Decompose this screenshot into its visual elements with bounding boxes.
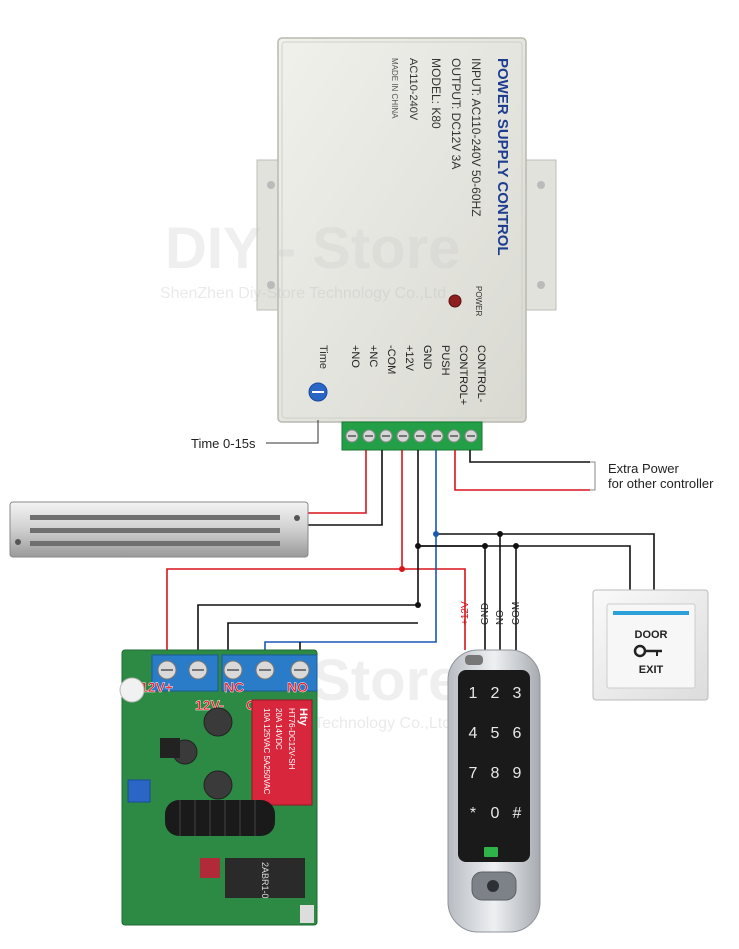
time-label: Time — [317, 345, 329, 369]
watermark-brand: DIY - Store — [165, 216, 460, 281]
psu-output: OUTPUT: DC12V 3A — [449, 58, 463, 169]
relay-terminal-label: 12V+ — [140, 679, 173, 695]
wire-gnd-relay — [197, 450, 419, 655]
psu-terminal-label: CONTROL+ — [457, 345, 469, 405]
antenna-coil — [165, 800, 275, 836]
power-led-label: POWER — [474, 286, 483, 316]
time-leader-line — [266, 420, 319, 444]
extra-power-line2: for other controller — [608, 476, 714, 491]
exit-button: DOOR EXIT — [592, 589, 709, 701]
wire-lock-black — [308, 450, 383, 526]
psu-terminal-labels: CONTROL- CONTROL+ PUSH GND +12V -COM +NC +NO — [349, 345, 487, 405]
wires — [166, 420, 655, 655]
keypad-panel — [458, 670, 530, 862]
psu-terminal-label: -COM — [385, 345, 397, 374]
magnetic-lock — [9, 501, 309, 558]
keypad-wire-label: GND — [480, 603, 491, 625]
psu-input: INPUT: AC110-240V 50-60HZ — [469, 58, 483, 217]
wire-push-exit — [436, 533, 655, 590]
keypad-key: * — [470, 805, 476, 822]
relay-terminal-label: NC — [224, 679, 244, 695]
psu-title: POWER SUPPLY CONTROL — [494, 58, 511, 256]
psu-terminal-label: +NC — [367, 345, 379, 367]
relay-chip — [225, 858, 305, 898]
exit-door-label: DOOR — [635, 629, 668, 641]
relay-component — [251, 699, 313, 806]
relay-text: 20A 14VDC — [274, 708, 283, 750]
wire-extra-black — [469, 450, 590, 463]
psu-made-in: MADE IN CHINA — [390, 58, 399, 119]
keypad-key: # — [513, 805, 522, 822]
keypad-key: 9 — [513, 765, 522, 782]
power-led-icon — [448, 294, 462, 308]
psu-terminal-label: CONTROL- — [475, 345, 487, 403]
power-supply-unit: POWER SUPPLY CONTROL INPUT: AC110-240V 5… — [256, 37, 557, 451]
relay-chip-text: 2ABR1-0 — [260, 862, 270, 899]
wire-gnd-exit — [418, 545, 631, 590]
exit-exit-label: EXIT — [639, 664, 664, 676]
keypad-wire-label: +12V — [460, 601, 471, 625]
wire-relay-com — [227, 622, 418, 655]
extra-power-label: Extra Power for other controller — [608, 461, 714, 491]
keypad-key: 1 — [469, 685, 478, 702]
relay-text: HT76-DC12V-SH — [287, 708, 296, 770]
wire-extra-red — [454, 450, 590, 491]
psu-terminal-label: +12V — [403, 345, 415, 372]
keypad-key: 7 — [469, 765, 478, 782]
relay-text: Hty — [297, 708, 309, 727]
extra-power-line1: Extra Power — [608, 461, 679, 476]
psu-terminal-label: +NO — [349, 345, 361, 368]
psu-model: MODEL: K80 — [429, 58, 443, 129]
psu-ac: AC110-240V — [407, 58, 419, 121]
keypad-key: 8 — [491, 765, 500, 782]
keypad-key: 2 — [491, 685, 500, 702]
psu-terminal-label: GND — [421, 345, 433, 370]
wire-gnd-keypad — [418, 545, 486, 650]
key-icon — [633, 644, 662, 658]
time-range-label: Time 0-15s — [191, 436, 256, 451]
keypad-key: 5 — [491, 725, 500, 742]
card-icon — [484, 847, 498, 857]
keypad-key: 3 — [513, 685, 522, 702]
watermark-company: ShenZhen Diy-Store Technology Co.,Ltd — [160, 285, 446, 302]
keypad-key: 6 — [513, 725, 522, 742]
keypad-wire-label: NO — [495, 610, 506, 625]
relay-text: 10A 125VAC 5A250VAC — [262, 708, 271, 795]
keypad-key: 0 — [491, 805, 500, 822]
wire-12v-keypad — [402, 568, 466, 650]
wire-lock-red — [308, 450, 367, 514]
keypad-wire-label: COM — [511, 602, 522, 625]
keypad-key: 4 — [469, 725, 478, 742]
relay-terminal-label: NO — [287, 679, 308, 695]
psu-terminal-label: PUSH — [439, 345, 451, 376]
wire-12v-relay — [166, 450, 403, 655]
